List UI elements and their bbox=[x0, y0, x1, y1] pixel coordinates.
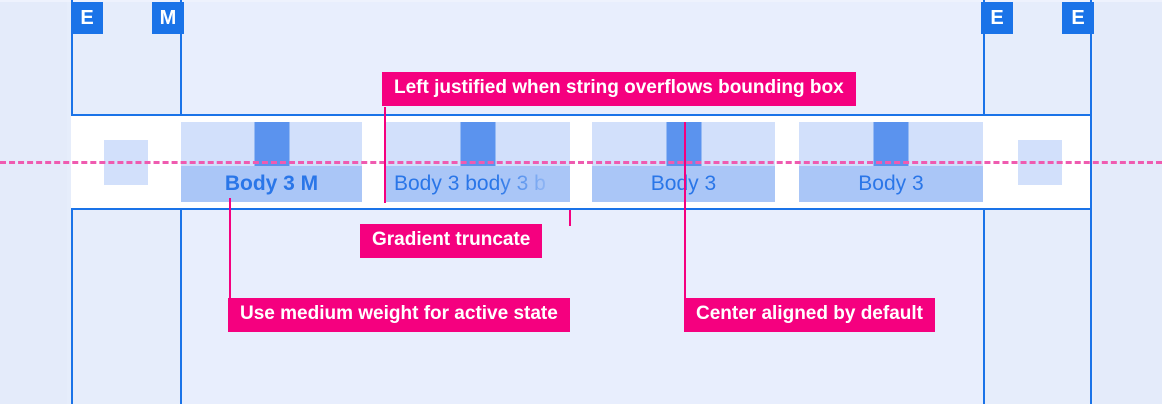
tab-icon-area bbox=[592, 122, 775, 166]
tab-icon-placeholder-icon bbox=[460, 122, 495, 166]
tab-label: Body 3 body 3 b bbox=[394, 172, 546, 195]
tab-label: Body 3 bbox=[650, 172, 717, 195]
annotation-left-justified: Left justified when string overflows bou… bbox=[382, 72, 856, 106]
vertical-guide-3 bbox=[1090, 0, 1092, 404]
tab-label-strip: Body 3 bbox=[592, 166, 775, 202]
spacing-badge-e-right-outer: E bbox=[1062, 2, 1094, 34]
annotation-left-justified-connector bbox=[384, 107, 386, 203]
tab-label: Body 3 bbox=[858, 172, 924, 195]
background-right-padding bbox=[1094, 0, 1162, 404]
tab-label-strip: Body 3 M bbox=[181, 166, 362, 202]
tab-icon-placeholder-icon bbox=[873, 122, 909, 166]
annotation-center-aligned: Center aligned by default bbox=[684, 298, 935, 332]
tab-item-default-2[interactable]: Body 3 bbox=[799, 122, 983, 202]
annotation-medium-weight-connector bbox=[229, 198, 231, 300]
tab-item-default-1[interactable]: Body 3 bbox=[592, 122, 775, 202]
tab-item-active[interactable]: Body 3 M bbox=[181, 122, 362, 202]
tab-icon-placeholder-icon bbox=[666, 122, 701, 166]
background-left-padding bbox=[0, 0, 67, 404]
tab-icon-placeholder-icon bbox=[254, 122, 289, 166]
annotation-medium-weight: Use medium weight for active state bbox=[228, 298, 570, 332]
annotation-gradient-truncate: Gradient truncate bbox=[360, 224, 543, 258]
spacing-badge-m-left-inner: M bbox=[152, 2, 184, 34]
tab-icon-area bbox=[181, 122, 362, 166]
tab-label-strip: Body 3 bbox=[799, 166, 983, 202]
annotation-center-aligned-connector bbox=[684, 122, 686, 300]
spacing-badge-e-right-inner: E bbox=[981, 2, 1013, 34]
tab-label-strip: Body 3 body 3 b bbox=[385, 166, 570, 202]
tab-label: Body 3 M bbox=[224, 172, 319, 195]
baseline-guide bbox=[0, 161, 1162, 164]
annotation-gradient-truncate-connector bbox=[569, 210, 571, 226]
tab-icon-area bbox=[385, 122, 570, 166]
spacing-badge-e-left-outer: E bbox=[71, 2, 103, 34]
tab-icon-area bbox=[799, 122, 983, 166]
top-hairline bbox=[0, 0, 1162, 2]
